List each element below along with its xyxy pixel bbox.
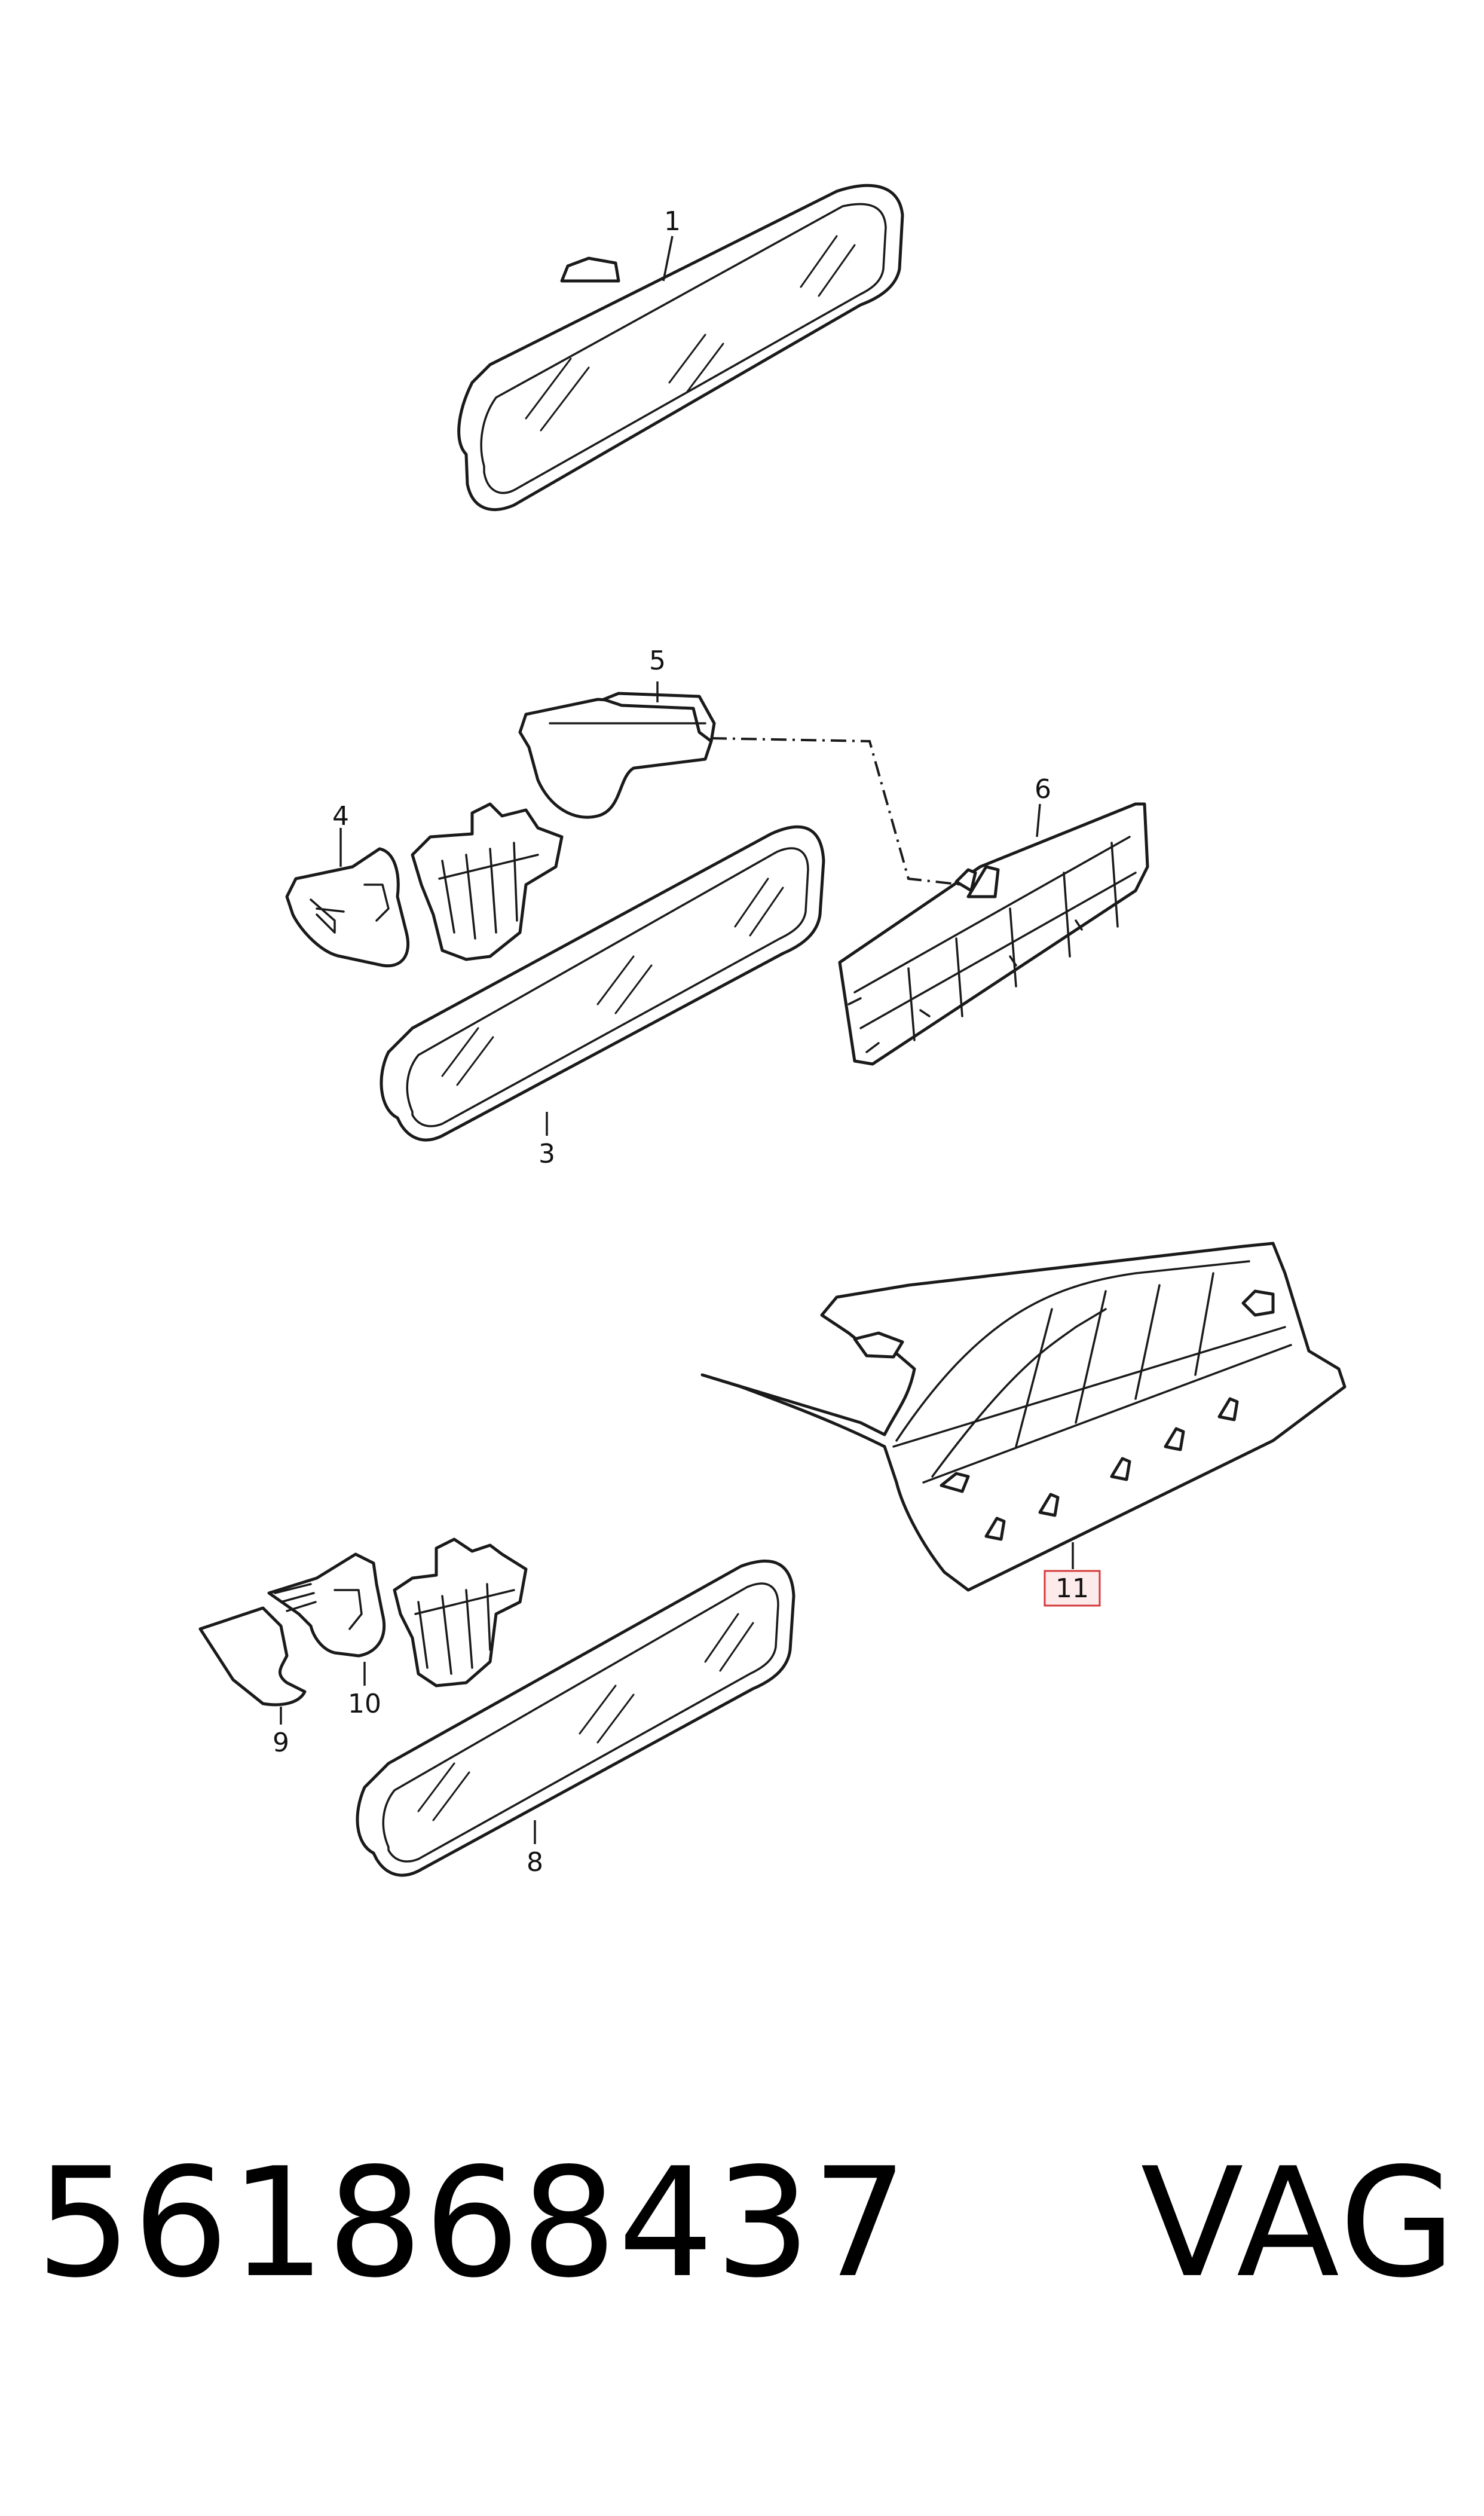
trim-11-edge bbox=[922, 1344, 1292, 1484]
mirror-1-housing bbox=[457, 184, 904, 511]
callout-11: 11 bbox=[1055, 1573, 1089, 1604]
mirror-8-glass bbox=[382, 1582, 779, 1863]
bracket-lower-ribs bbox=[414, 1583, 515, 1675]
part-4-cover bbox=[285, 847, 410, 968]
part-8-mirror bbox=[356, 1560, 795, 1877]
mount-bracket-lower bbox=[393, 1537, 528, 1687]
callout-5: 5 bbox=[649, 646, 666, 676]
mirror-8-glare bbox=[417, 1762, 455, 1812]
mirror-1-glass bbox=[480, 203, 887, 494]
cover-9-body bbox=[198, 1606, 307, 1707]
mirror-3-glare bbox=[749, 886, 784, 937]
callout-4: 4 bbox=[332, 801, 349, 831]
trim-11-clip bbox=[984, 1517, 1006, 1541]
leader-6 bbox=[1036, 803, 1041, 837]
trim-11-clip bbox=[1038, 1493, 1060, 1517]
mirror-1-mount-stub bbox=[560, 256, 620, 283]
trim-11-ribs bbox=[931, 1272, 1214, 1478]
bracket-body bbox=[411, 802, 564, 961]
leader-lines bbox=[280, 236, 1074, 1844]
part-6-trim-panel bbox=[838, 802, 1149, 1066]
trim-6-edges bbox=[853, 836, 1137, 1029]
trim-6-tabs bbox=[847, 919, 1083, 1053]
part-number: 561868437 bbox=[36, 2136, 909, 2311]
mirror-3-glare bbox=[614, 964, 653, 1014]
brand-label: VAG bbox=[1140, 2136, 1458, 2311]
trim-6-body bbox=[838, 802, 1149, 1066]
mirror-1-glare bbox=[818, 244, 856, 297]
mirror-3-housing bbox=[380, 825, 825, 1142]
mount-bracket-upper bbox=[411, 802, 564, 961]
mirror-3-glare bbox=[734, 878, 769, 928]
part-9-cover bbox=[198, 1606, 307, 1707]
trim-11-clip bbox=[1164, 1427, 1185, 1451]
bracket-ribs bbox=[438, 842, 539, 940]
trim-6-ribs bbox=[907, 842, 1119, 1041]
cover-4-body bbox=[285, 847, 410, 968]
exploded-view-drawing: 1 3 4 5 6 8 9 10 11 bbox=[198, 184, 1347, 1878]
mirror-3-glare bbox=[456, 1036, 494, 1086]
leader-1 bbox=[662, 236, 674, 282]
mirror-3-glass bbox=[406, 847, 809, 1127]
mirror-3-glare bbox=[441, 1027, 479, 1077]
footer: 561868437 VAG bbox=[36, 2134, 1458, 2313]
cover-10-vents bbox=[274, 1583, 317, 1612]
mirror-3-glare bbox=[596, 955, 635, 1005]
trim-11-tab bbox=[1241, 1289, 1275, 1317]
part-10-cover bbox=[267, 1552, 386, 1658]
mirror-8-glare bbox=[719, 1622, 754, 1672]
mirror-1-glare bbox=[525, 357, 572, 420]
cover-10-body bbox=[267, 1552, 386, 1658]
part-1-mirror bbox=[457, 184, 904, 511]
callout-8: 8 bbox=[527, 1847, 543, 1878]
callout-9: 9 bbox=[273, 1728, 289, 1758]
callout-10: 10 bbox=[348, 1689, 381, 1719]
part-5-cover bbox=[518, 692, 716, 819]
cover-4-vents bbox=[310, 898, 345, 934]
callouts: 1 3 4 5 6 8 9 10 11 bbox=[273, 206, 1101, 1878]
callout-6: 6 bbox=[1035, 774, 1051, 805]
cover-4-detail bbox=[363, 883, 390, 922]
trim-6-clip-main bbox=[966, 865, 1000, 898]
part-3-mirror bbox=[380, 825, 825, 1142]
mirror-8-housing bbox=[356, 1560, 795, 1877]
callout-3: 3 bbox=[538, 1139, 555, 1169]
trim-11-edge bbox=[892, 1326, 1286, 1448]
trim-11-tab bbox=[940, 1472, 970, 1493]
cover-10-detail bbox=[333, 1589, 363, 1630]
mirror-1-glare bbox=[686, 343, 724, 393]
mirror-8-glare bbox=[596, 1693, 635, 1744]
mirror-1-glare bbox=[540, 366, 590, 432]
mirror-1-glare bbox=[800, 235, 838, 288]
mirror-8-glare bbox=[432, 1771, 470, 1821]
callout-1: 1 bbox=[664, 206, 681, 237]
part-11-large-trim bbox=[700, 1242, 1347, 1592]
mirror-1-glare bbox=[668, 334, 706, 384]
callout-11-highlight bbox=[1044, 1570, 1101, 1607]
trim-6-clip bbox=[954, 868, 977, 892]
trim-11-inner-curve bbox=[895, 1260, 1250, 1442]
cover-5-clip bbox=[602, 692, 716, 743]
mirror-8-glare bbox=[579, 1685, 617, 1735]
mirror-8-glare bbox=[704, 1613, 739, 1663]
trim-11-clip bbox=[1217, 1397, 1239, 1421]
trim-11-clip bbox=[1110, 1457, 1131, 1481]
cover-5-body bbox=[518, 698, 713, 819]
trim-11-tab bbox=[853, 1331, 904, 1359]
bracket-lower-body bbox=[393, 1537, 528, 1687]
